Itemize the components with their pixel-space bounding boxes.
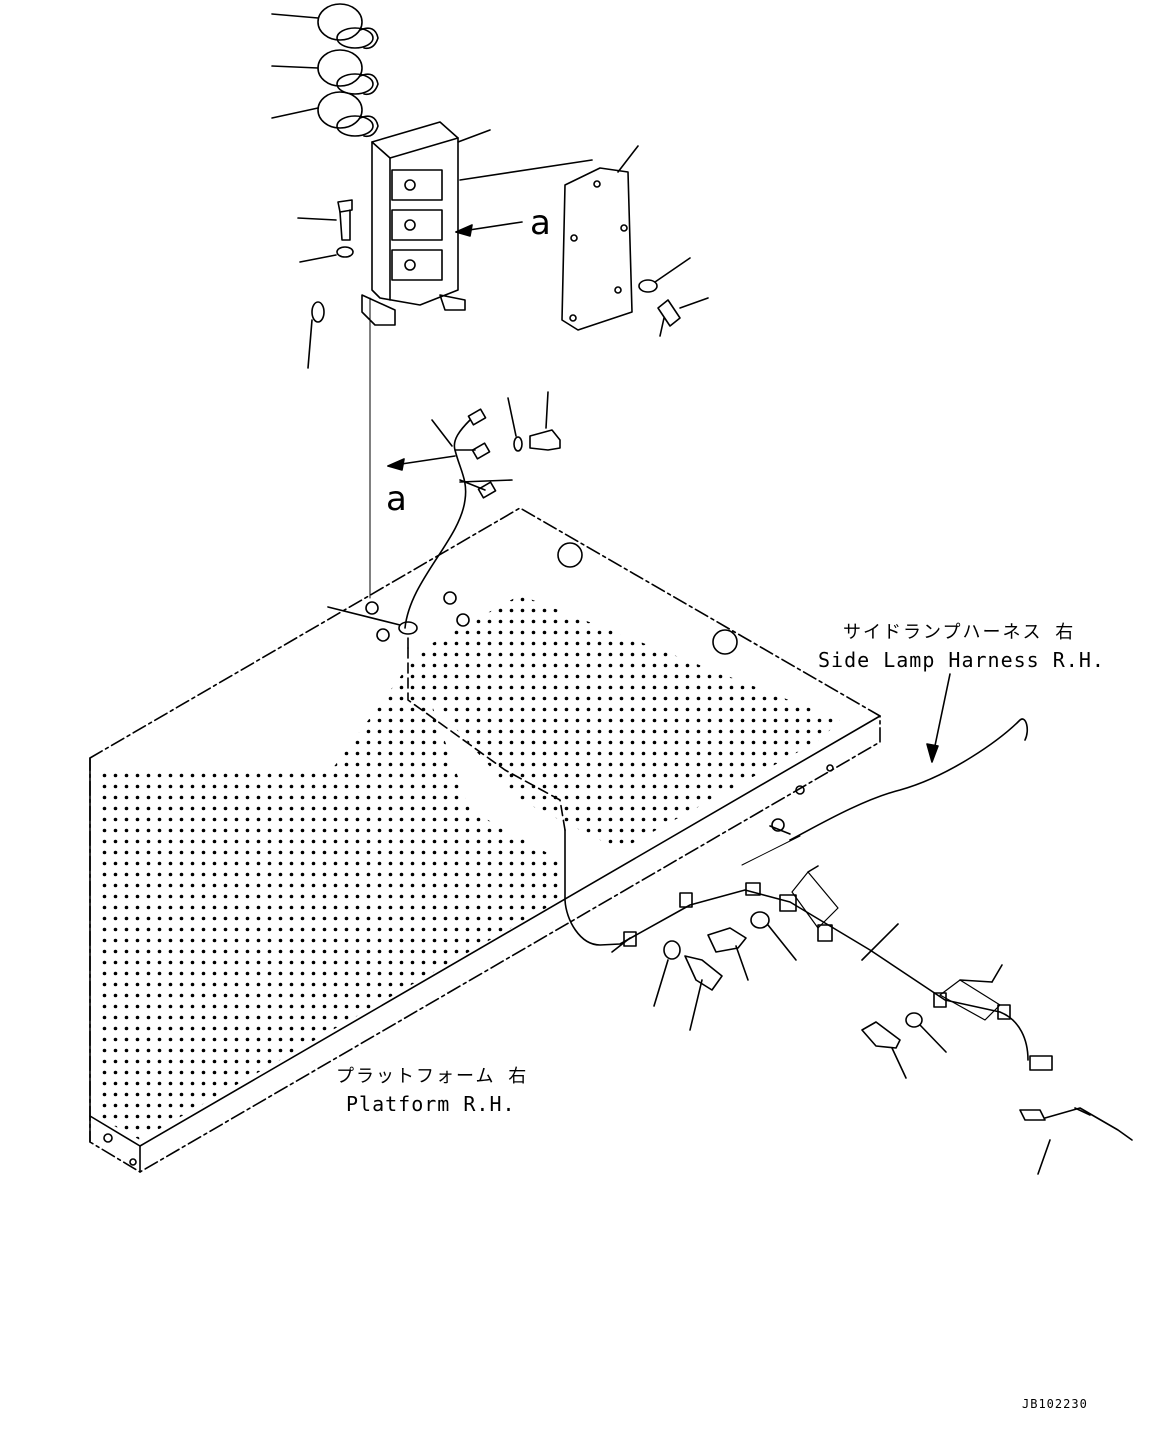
cover-plate (459, 145, 639, 331)
nut-cover (638, 257, 691, 293)
clip (745, 882, 761, 896)
platform-hole (795, 785, 805, 795)
arrow-head (387, 458, 405, 471)
lamp-2 (271, 49, 379, 96)
platform-hole (103, 1133, 113, 1143)
platform-label-en: Platform R.H. (346, 1092, 516, 1116)
platform-side-edge (89, 1115, 141, 1173)
platform-hole (557, 542, 583, 568)
clip (933, 992, 947, 1008)
grommet (307, 301, 325, 369)
platform-hole (456, 613, 470, 627)
reference-a-upper: a (530, 203, 551, 243)
platform-label-ja: プラットフォーム 右 (336, 1066, 529, 1087)
lamp-harness (327, 221, 566, 831)
side-lamp-harness (564, 673, 1133, 1175)
clip (623, 931, 637, 947)
lamp-1 (271, 3, 379, 50)
clip (817, 924, 833, 942)
platform-hole (826, 764, 834, 772)
lamp-bracket (361, 121, 491, 326)
platform-hole (376, 628, 390, 642)
reference-a-lower: a (386, 479, 407, 519)
washer-bracket (299, 246, 354, 263)
arrow-head (455, 224, 473, 237)
perforation-field-mid (300, 650, 470, 880)
platform-rh (89, 507, 881, 1173)
clip (779, 894, 797, 912)
clip (679, 892, 693, 908)
platform-hole (443, 591, 457, 605)
platform-hole (712, 629, 738, 655)
platform-hole (129, 1158, 137, 1166)
platform-front-edge (139, 715, 881, 1147)
drawing-number: JB102230 (1022, 1397, 1088, 1411)
bolt-cover (657, 297, 709, 337)
side-lamp-harness-label-ja: サイドランプハーネス 右 (843, 622, 1076, 643)
bolt-bracket (297, 199, 353, 241)
platform-hole (365, 601, 379, 615)
clip (997, 1004, 1011, 1020)
perforation-field-right (420, 595, 840, 850)
connector (1029, 1055, 1053, 1071)
side-lamp-harness-label-en: Side Lamp Harness R.H. (818, 648, 1105, 672)
perforation-field-left (96, 772, 560, 1140)
side-lamp-assembly (271, 3, 709, 599)
lamp-3 (271, 91, 379, 138)
